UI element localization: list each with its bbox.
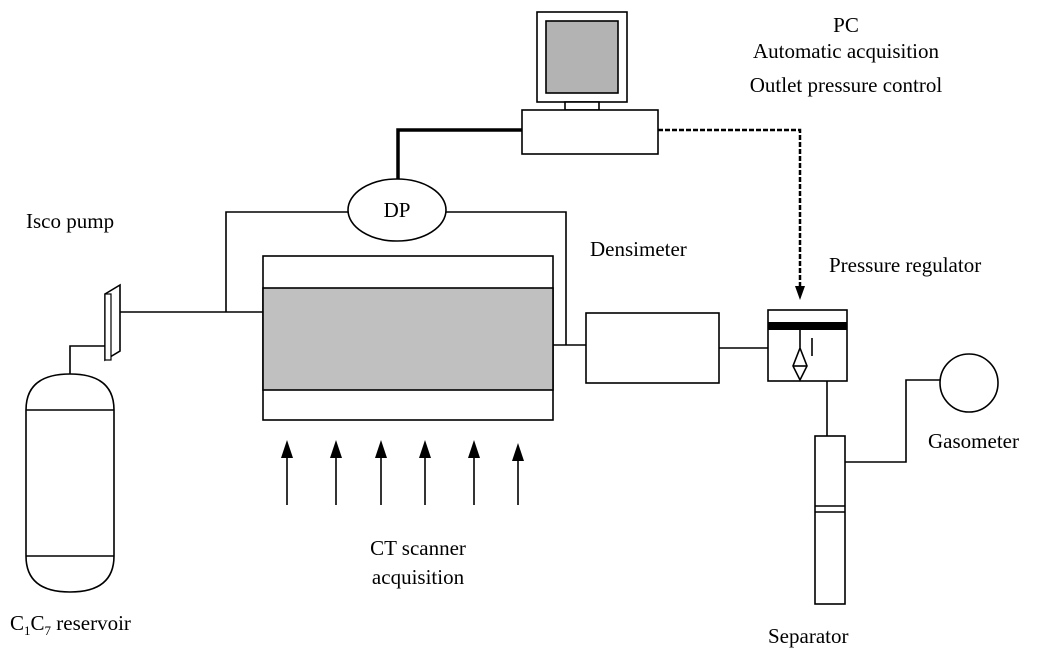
dp-left-tap-line — [225, 211, 348, 312]
pressure-regulator-label: Pressure regulator — [829, 253, 981, 277]
ct-arrow — [419, 440, 431, 505]
pc-line-automatic-acquisition: Automatic acquisition — [753, 39, 940, 63]
pc-unit — [521, 109, 659, 155]
pc-line-outlet-pressure-control: Outlet pressure control — [750, 73, 943, 97]
pc-to-dp-signal-line — [396, 128, 522, 180]
dp-right-tap-line — [446, 211, 567, 345]
gasometer — [939, 353, 999, 413]
separator — [814, 435, 846, 605]
ct-scanner-arrows — [281, 440, 524, 505]
ct-arrow — [375, 440, 387, 505]
separator-label: Separator — [768, 624, 848, 648]
dp-label: DP — [384, 198, 411, 222]
separator-to-gasometer-line — [845, 379, 941, 463]
ct-arrow — [468, 440, 480, 505]
densimeter — [585, 312, 720, 384]
ct-arrow — [512, 443, 524, 505]
reservoir-to-pump-line — [69, 345, 105, 374]
pressure-regulator — [767, 309, 848, 382]
ct-scanner-label-line1: CT scanner — [370, 536, 466, 560]
core-holder — [262, 255, 554, 421]
pc-to-regulator-signal-line — [658, 128, 802, 288]
gasometer-label: Gasometer — [928, 429, 1019, 453]
isco-pump — [104, 283, 121, 362]
reservoir-label: C1C7 reservoir — [10, 611, 131, 638]
dp-gauge — [347, 178, 447, 242]
ct-scanner-label-line2: acquisition — [372, 565, 465, 589]
isco-pump-label: Isco pump — [26, 209, 114, 233]
regulator-signal-arrowhead — [795, 286, 805, 300]
densimeter-label: Densimeter — [590, 237, 687, 261]
ct-arrow — [330, 440, 342, 505]
ct-arrow — [281, 440, 293, 505]
pc-title: PC — [833, 13, 859, 37]
core-sample — [262, 287, 554, 391]
reservoir — [25, 373, 115, 593]
pc-monitor — [536, 11, 628, 111]
